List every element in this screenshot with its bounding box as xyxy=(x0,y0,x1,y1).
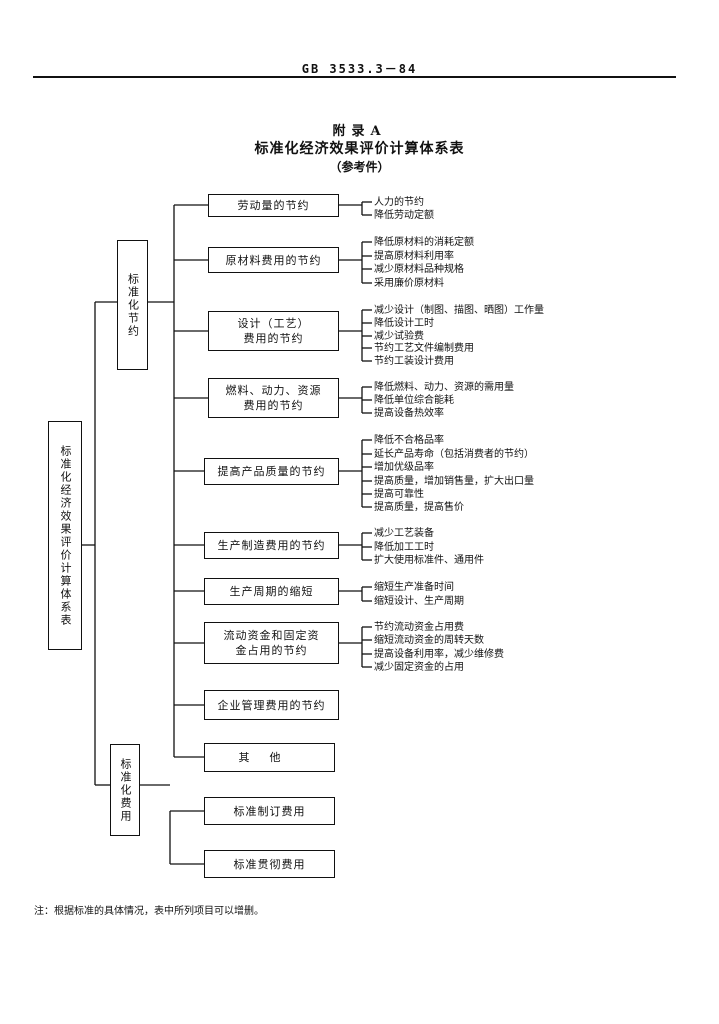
leaf-item: 节约工艺文件编制费用 xyxy=(374,343,474,354)
category-label: 劳动量的节约 xyxy=(237,199,310,212)
branch-savings-label: 标准化节约 xyxy=(126,272,140,338)
category-label: 燃料、动力、资源费用的节约 xyxy=(225,384,322,412)
category-label: 生产周期的缩短 xyxy=(229,585,314,598)
footnote: 注：根据标准的具体情况，表中所列项目可以增删。 xyxy=(34,906,264,917)
reference-note: （参考件） xyxy=(329,160,390,174)
category-energy: 燃料、动力、资源费用的节约 xyxy=(208,378,339,418)
category-quality: 提高产品质量的节约 xyxy=(204,458,339,485)
category-label: 标准贯彻费用 xyxy=(233,857,306,871)
leaf-item: 提高质量，增加销售量，扩大出口量 xyxy=(374,476,534,487)
root-label: 标准化经济效果评价计算体系表 xyxy=(59,444,72,627)
leaf-item: 缩短生产准备时间 xyxy=(374,582,454,593)
leaf-item: 降低燃料、动力、资源的需用量 xyxy=(374,382,514,393)
main-title: 标准化经济效果评价计算体系表 xyxy=(254,141,465,157)
leaf-item: 减少工艺装备 xyxy=(374,528,434,539)
leaf-item: 节约工装设计费用 xyxy=(374,356,454,367)
header-rule xyxy=(33,76,676,78)
leaf-item: 扩大使用标准件、通用件 xyxy=(374,555,484,566)
leaf-item: 减少设计（制图、描图、晒图）工作量 xyxy=(374,305,544,316)
branch-costs-label: 标准化费用 xyxy=(119,757,132,823)
leaf-item: 降低劳动定额 xyxy=(374,210,434,221)
leaf-item: 降低加工工时 xyxy=(374,542,434,553)
standard-code: GB 3533.3－84 xyxy=(301,62,418,76)
leaf-item: 提高可靠性 xyxy=(374,489,424,500)
leaf-item: 提高原材料利用率 xyxy=(374,251,454,262)
category-raw-materials: 原材料费用的节约 xyxy=(208,247,339,273)
leaf-item: 提高质量，提高售价 xyxy=(374,502,464,513)
category-cycle: 生产周期的缩短 xyxy=(204,578,339,605)
leaf-item: 降低设计工时 xyxy=(374,318,434,329)
leaf-item: 提高设备热效率 xyxy=(374,408,444,419)
branch-costs: 标准化费用 xyxy=(110,744,140,836)
root-node: 标准化经济效果评价计算体系表 xyxy=(48,421,82,650)
leaf-item: 增加优级品率 xyxy=(374,462,434,473)
leaf-item: 降低单位综合能耗 xyxy=(374,395,454,406)
category-labor: 劳动量的节约 xyxy=(208,194,339,217)
leaf-item: 延长产品寿命（包括消费者的节约） xyxy=(374,449,534,460)
category-label: 其他 xyxy=(238,751,301,764)
leaf-item: 缩短流动资金的周转天数 xyxy=(374,635,484,646)
category-label: 提高产品质量的节约 xyxy=(217,465,326,478)
category-label: 原材料费用的节约 xyxy=(225,253,322,267)
leaf-item: 缩短设计、生产周期 xyxy=(374,596,464,607)
category-standard-implementation: 标准贯彻费用 xyxy=(204,850,335,878)
branch-savings: 标准化节约 xyxy=(117,240,148,370)
category-label: 生产制造费用的节约 xyxy=(217,539,326,552)
leaf-item: 人力的节约 xyxy=(374,197,424,208)
category-label: 企业管理费用的节约 xyxy=(217,698,326,712)
leaf-item: 降低不合格品率 xyxy=(374,435,444,446)
leaf-item: 提高设备利用率，减少维修费 xyxy=(374,649,504,660)
leaf-item: 节约流动资金占用费 xyxy=(374,622,464,633)
category-manufacturing: 生产制造费用的节约 xyxy=(204,532,339,559)
leaf-item: 减少固定资金的占用 xyxy=(374,662,464,673)
category-design: 设计（工艺）费用的节约 xyxy=(208,311,339,351)
leaf-item: 减少原材料品种规格 xyxy=(374,264,464,275)
leaf-item: 降低原材料的消耗定额 xyxy=(374,237,474,248)
category-label: 标准制订费用 xyxy=(233,804,306,818)
leaf-item: 减少试验费 xyxy=(374,331,424,342)
category-capital: 流动资金和固定资金占用的节约 xyxy=(204,622,339,664)
category-standard-making: 标准制订费用 xyxy=(204,797,335,825)
category-other: 其他 xyxy=(204,743,335,772)
appendix-title: 附录A xyxy=(332,124,387,139)
category-label: 设计（工艺）费用的节约 xyxy=(237,317,310,345)
category-management: 企业管理费用的节约 xyxy=(204,690,339,720)
category-label: 流动资金和固定资金占用的节约 xyxy=(223,629,320,657)
leaf-item: 采用廉价原材料 xyxy=(374,278,444,289)
